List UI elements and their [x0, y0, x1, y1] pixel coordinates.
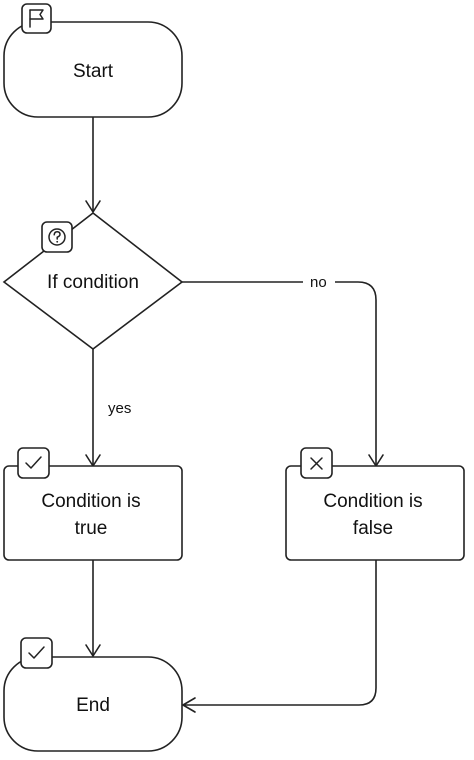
flag-icon [21, 3, 52, 34]
check-icon [17, 447, 50, 479]
node-condition-true[interactable]: Condition is true [3, 465, 183, 561]
node-decision[interactable]: If condition [2, 211, 184, 351]
edge-start-to-decision [85, 117, 101, 213]
edge-decision-to-false: no [182, 274, 384, 467]
node-end[interactable]: End [3, 656, 183, 752]
edge-true-to-end [85, 560, 101, 657]
node-condition-false-label-line1: Condition is [323, 491, 422, 512]
edge-label-yes: yes [108, 400, 131, 417]
node-start-label: Start [73, 61, 114, 82]
node-start[interactable]: Start [3, 21, 183, 118]
node-condition-false-label-line2: false [353, 518, 393, 539]
node-end-label: End [76, 695, 110, 716]
node-condition-false[interactable]: Condition is false [285, 465, 465, 561]
edge-false-to-end [182, 560, 377, 713]
question-icon [41, 221, 73, 253]
node-decision-label: If condition [47, 272, 139, 293]
x-icon [300, 447, 333, 479]
edge-decision-to-true: yes [85, 348, 131, 467]
edge-label-no: no [310, 274, 327, 291]
check-icon [20, 637, 53, 669]
node-condition-true-label-line2: true [75, 518, 108, 539]
node-condition-true-label-line1: Condition is [41, 491, 140, 512]
